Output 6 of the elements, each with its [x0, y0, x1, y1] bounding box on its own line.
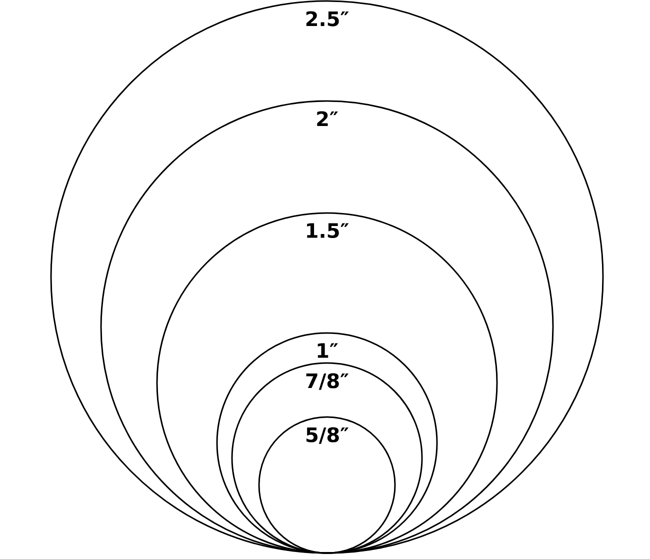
size-label: 1.5″: [307, 223, 349, 238]
size-label: 2″: [317, 111, 338, 126]
size-label: 2.5″: [306, 11, 349, 26]
size-label: 5/8″: [306, 427, 349, 444]
size-label: 7/8″: [306, 373, 349, 390]
size-label: 1″: [318, 343, 338, 358]
